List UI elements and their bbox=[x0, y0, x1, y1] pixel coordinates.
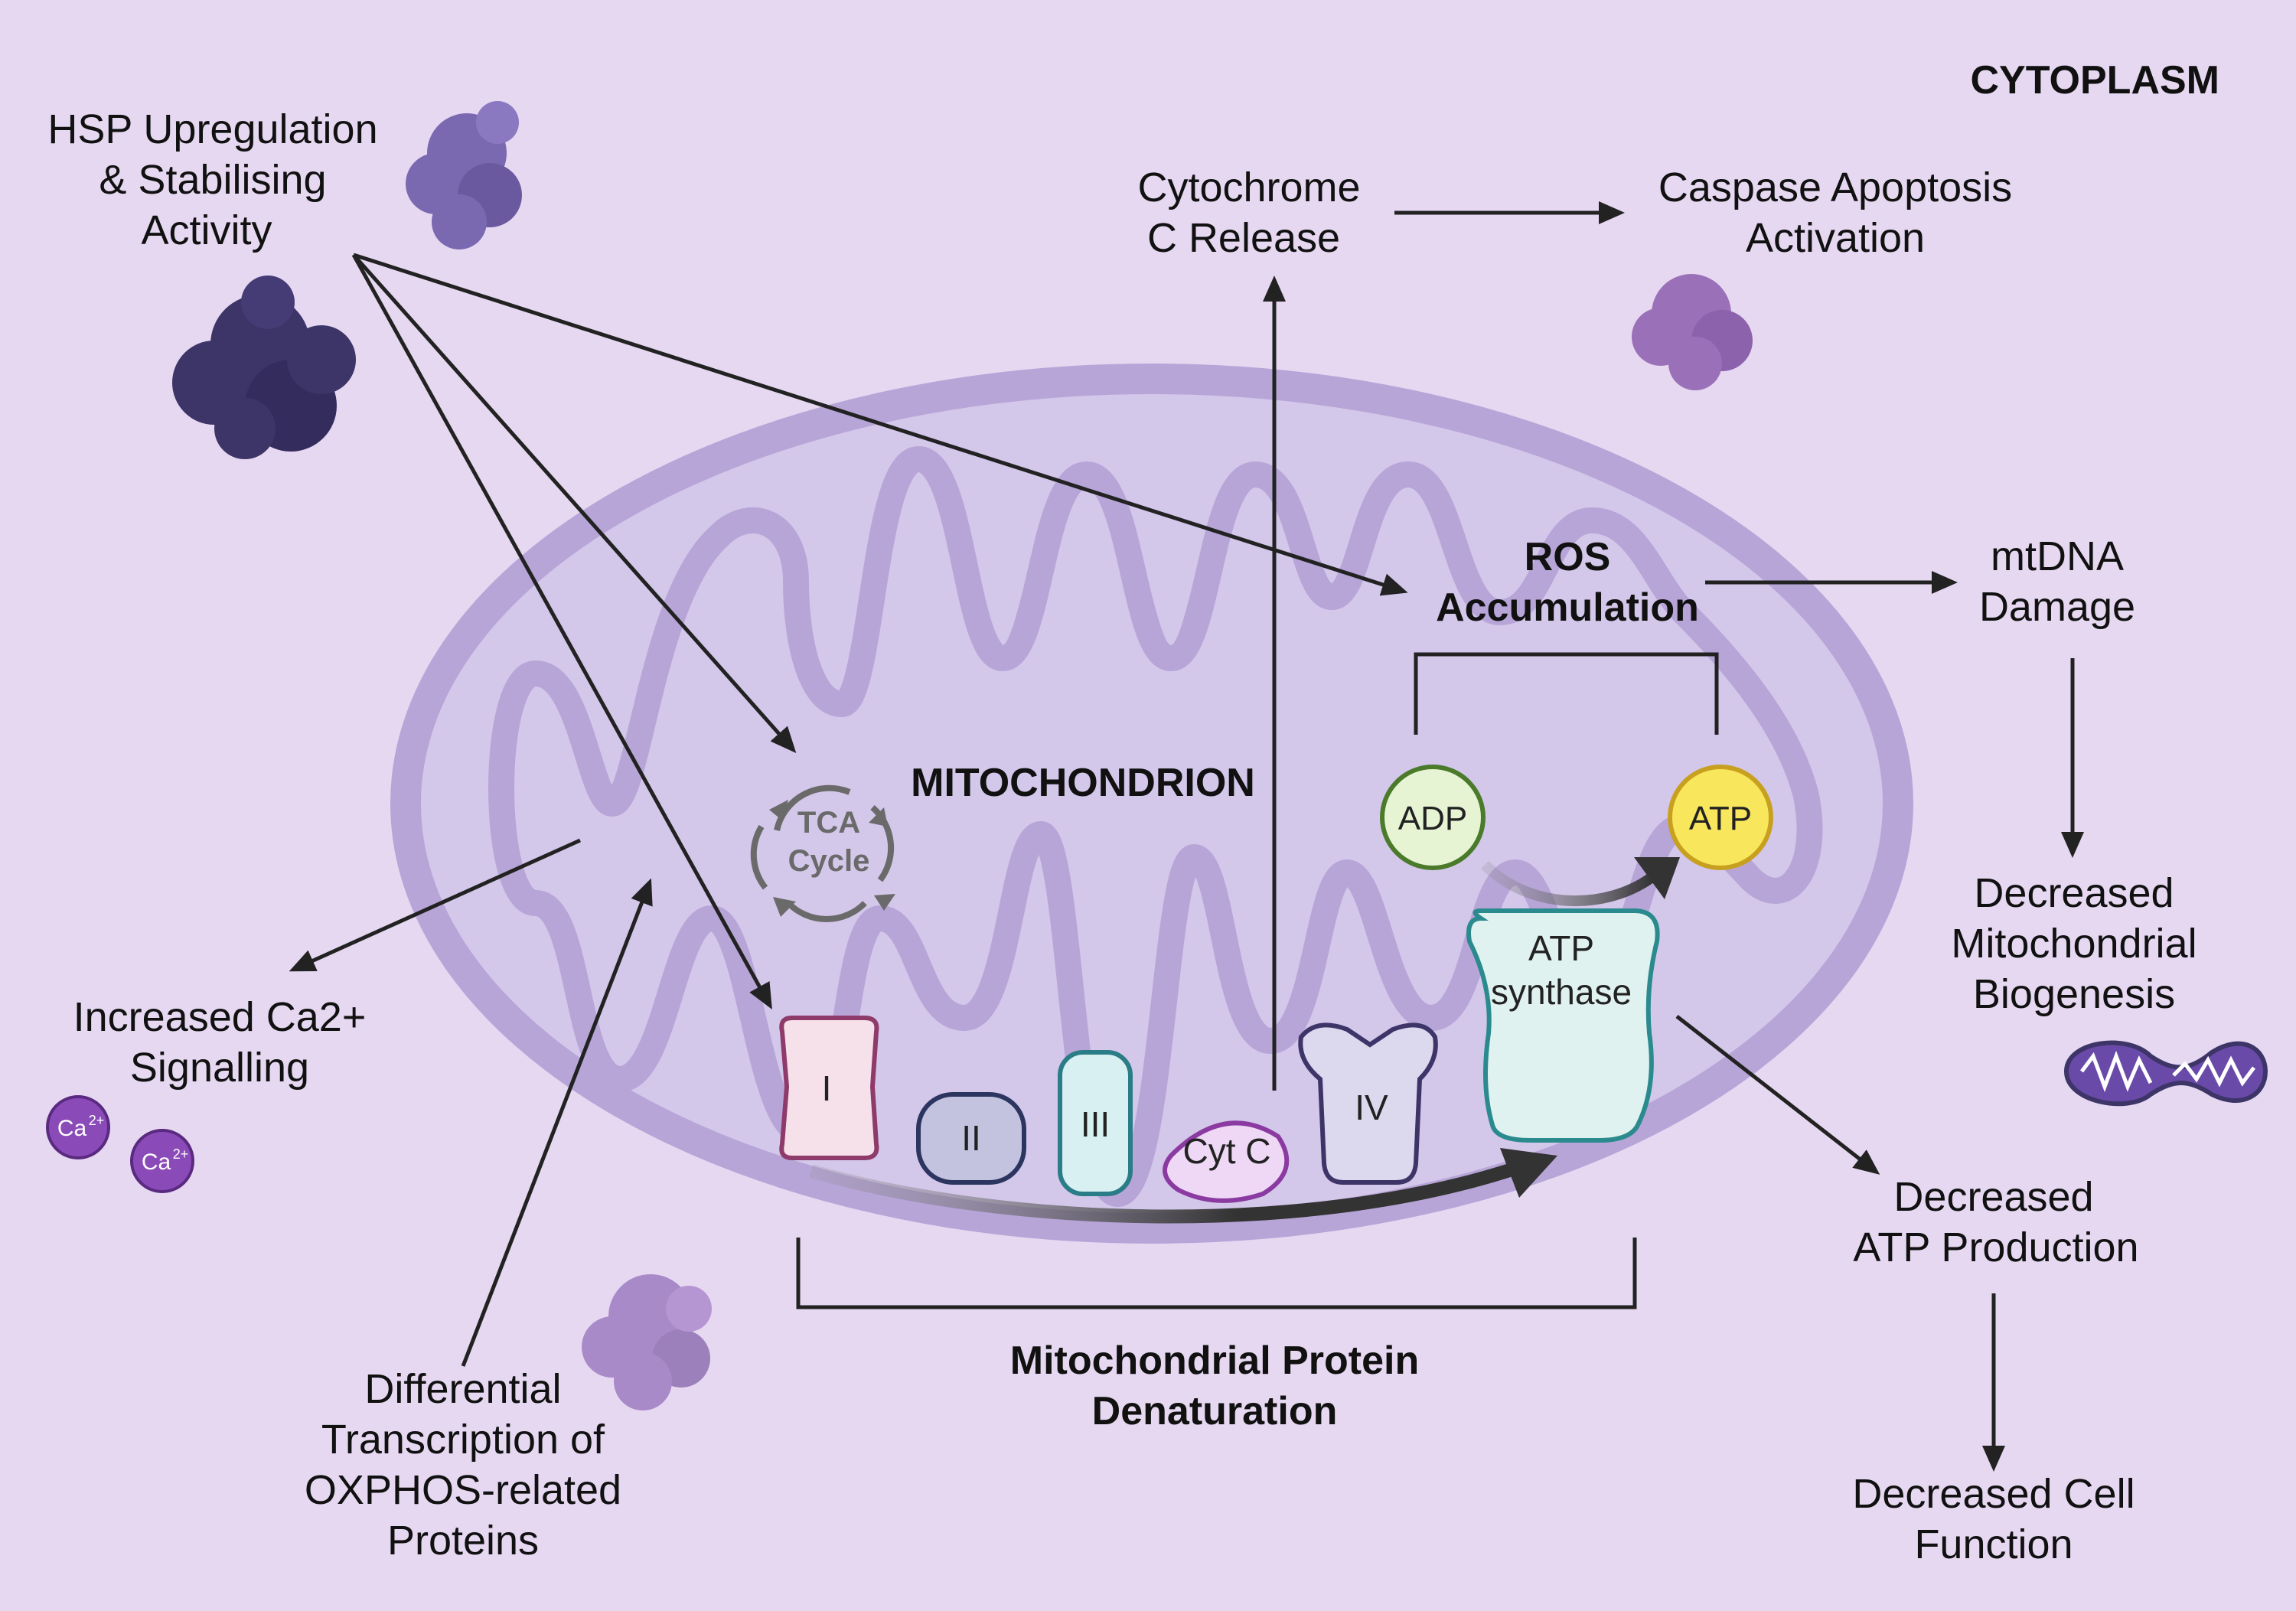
cell-function-line-1: Decreased Cell bbox=[1852, 1471, 2135, 1517]
tca-cycle: TCA Cycle bbox=[750, 784, 895, 923]
atp-production-line-1: Decreased bbox=[1893, 1174, 2093, 1220]
denaturation-bracket bbox=[796, 1238, 1637, 1309]
small-mitochondrion-icon bbox=[2063, 1040, 2268, 1107]
cytoplasm-label: CYTOPLASM bbox=[1970, 58, 2219, 103]
caspase-label: Caspase Apoptosis Activation bbox=[1658, 165, 2012, 261]
arrow-hsp-to-ros bbox=[353, 253, 1408, 596]
atp-synthase-label-line-1: ATP bbox=[1528, 928, 1594, 968]
adp-molecule: ADP bbox=[1380, 765, 1486, 870]
adp-to-atp-arrowhead bbox=[1634, 857, 1680, 899]
biogenesis-line-1: Decreased bbox=[1974, 870, 2174, 916]
arrow-to-ca-signalling bbox=[289, 838, 582, 972]
complex-iii: III bbox=[1058, 1050, 1133, 1196]
complex-ii-label: II bbox=[961, 1118, 981, 1158]
tca-arrowhead-3 bbox=[773, 897, 796, 917]
adp-to-atp-arrow bbox=[1481, 860, 1657, 907]
complex-iii-label: III bbox=[1081, 1104, 1110, 1144]
tca-arrowhead-2 bbox=[874, 894, 895, 911]
transcription-line-1: Differential bbox=[364, 1366, 561, 1412]
ros-line-2: Accumulation bbox=[1436, 585, 1699, 630]
biogenesis-line-3: Biogenesis bbox=[1973, 971, 2175, 1017]
biogenesis-label: Decreased Mitochondrial Biogenesis bbox=[1951, 870, 2197, 1017]
mtdna-label: mtDNA Damage bbox=[1979, 533, 2135, 630]
ros-label: ROS Accumulation bbox=[1436, 535, 1699, 630]
arrow-atp-synthase-to-atp-production bbox=[1675, 1015, 1880, 1175]
cytochrome-release-line-1: Cytochrome bbox=[1137, 165, 1360, 210]
transcription-line-2: Transcription of bbox=[321, 1417, 605, 1463]
inner-membrane-cristae bbox=[488, 446, 1823, 1207]
hsp-protein-dark-icon bbox=[172, 276, 356, 459]
denaturation-label: Mitochondrial Protein Denaturation bbox=[1010, 1339, 1419, 1433]
caspase-line-1: Caspase Apoptosis bbox=[1658, 165, 2012, 210]
ros-bracket bbox=[1414, 652, 1719, 735]
complex-i: I bbox=[779, 1016, 879, 1160]
arrow-hsp-to-tca bbox=[352, 253, 797, 753]
ros-line-1: ROS bbox=[1525, 535, 1611, 579]
transcription-line-4: Proteins bbox=[387, 1518, 539, 1564]
denaturation-line-2: Denaturation bbox=[1092, 1389, 1338, 1433]
tca-label-line-1: TCA bbox=[797, 806, 860, 840]
biogenesis-line-2: Mitochondrial bbox=[1951, 921, 2197, 967]
tca-arrowhead-4 bbox=[769, 800, 788, 820]
cytochrome-release-label: Cytochrome C Release bbox=[1137, 165, 1360, 261]
atp-production-line-2: ATP Production bbox=[1853, 1225, 2138, 1270]
cell-function-line-2: Function bbox=[1914, 1521, 2073, 1567]
hsp-protein-light-icon bbox=[406, 101, 522, 249]
ca-ion-1-label: Ca bbox=[57, 1116, 87, 1141]
adp-label: ADP bbox=[1398, 800, 1467, 837]
electron-transport-arrow bbox=[809, 1160, 1521, 1224]
mitochondrion-label: MITOCHONDRION bbox=[911, 761, 1255, 805]
cyt-c-label: Cyt C bbox=[1183, 1131, 1271, 1171]
arrow-hsp-to-complex-i bbox=[351, 253, 772, 1009]
ca-signalling-line-2: Signalling bbox=[130, 1045, 309, 1091]
complex-iv: IV bbox=[1298, 1022, 1438, 1185]
atp-production-label: Decreased ATP Production bbox=[1853, 1174, 2138, 1270]
atp-synthase-label-line-2: synthase bbox=[1491, 972, 1632, 1012]
hsp-label-line-2: & Stabilising bbox=[99, 157, 326, 203]
ca-signalling-label: Increased Ca2+ Signalling bbox=[73, 994, 367, 1091]
complex-ii: II bbox=[916, 1092, 1026, 1185]
caspase-line-2: Activation bbox=[1746, 215, 1925, 261]
transcription-label: Differential Transcription of OXPHOS-rel… bbox=[305, 1366, 621, 1564]
mtdna-line-2: Damage bbox=[1979, 584, 2135, 630]
ca-signalling-line-1: Increased Ca2+ bbox=[73, 994, 367, 1040]
ca-ion-1-charge: 2+ bbox=[89, 1113, 105, 1128]
ca-ion-1: Ca 2+ bbox=[46, 1095, 110, 1159]
complex-i-label: I bbox=[822, 1068, 832, 1108]
electron-transport-arrowhead bbox=[1500, 1148, 1557, 1198]
denaturation-line-1: Mitochondrial Protein bbox=[1010, 1339, 1419, 1383]
ca-ion-2-charge: 2+ bbox=[173, 1146, 189, 1162]
atp-label: ATP bbox=[1689, 800, 1752, 837]
cyt-c: Cyt C bbox=[1163, 1120, 1290, 1203]
hsp-label-line-3: Activity bbox=[141, 207, 272, 253]
oxphos-protein-icon bbox=[582, 1274, 712, 1410]
complex-iv-label: IV bbox=[1355, 1088, 1388, 1127]
mtdna-line-1: mtDNA bbox=[1991, 533, 2124, 579]
cell-function-label: Decreased Cell Function bbox=[1852, 1471, 2135, 1567]
ca-ion-2-label: Ca bbox=[142, 1150, 171, 1175]
atp-molecule: ATP bbox=[1668, 765, 1773, 870]
cytochrome-release-line-2: C Release bbox=[1147, 215, 1340, 261]
arrow-transcription-to-mitochondrion bbox=[461, 878, 653, 1367]
tca-arrowhead-1 bbox=[869, 807, 888, 827]
transcription-line-3: OXPHOS-related bbox=[305, 1467, 621, 1513]
caspase-protein-icon bbox=[1632, 274, 1753, 390]
hsp-label-line-1: HSP Upregulation bbox=[47, 106, 377, 152]
atp-synthase: ATP synthase bbox=[1466, 908, 1660, 1143]
tca-label-line-2: Cycle bbox=[788, 844, 870, 878]
ca-ion-2: Ca 2+ bbox=[130, 1129, 194, 1193]
hsp-label: HSP Upregulation & Stabilising Activity bbox=[47, 106, 377, 253]
